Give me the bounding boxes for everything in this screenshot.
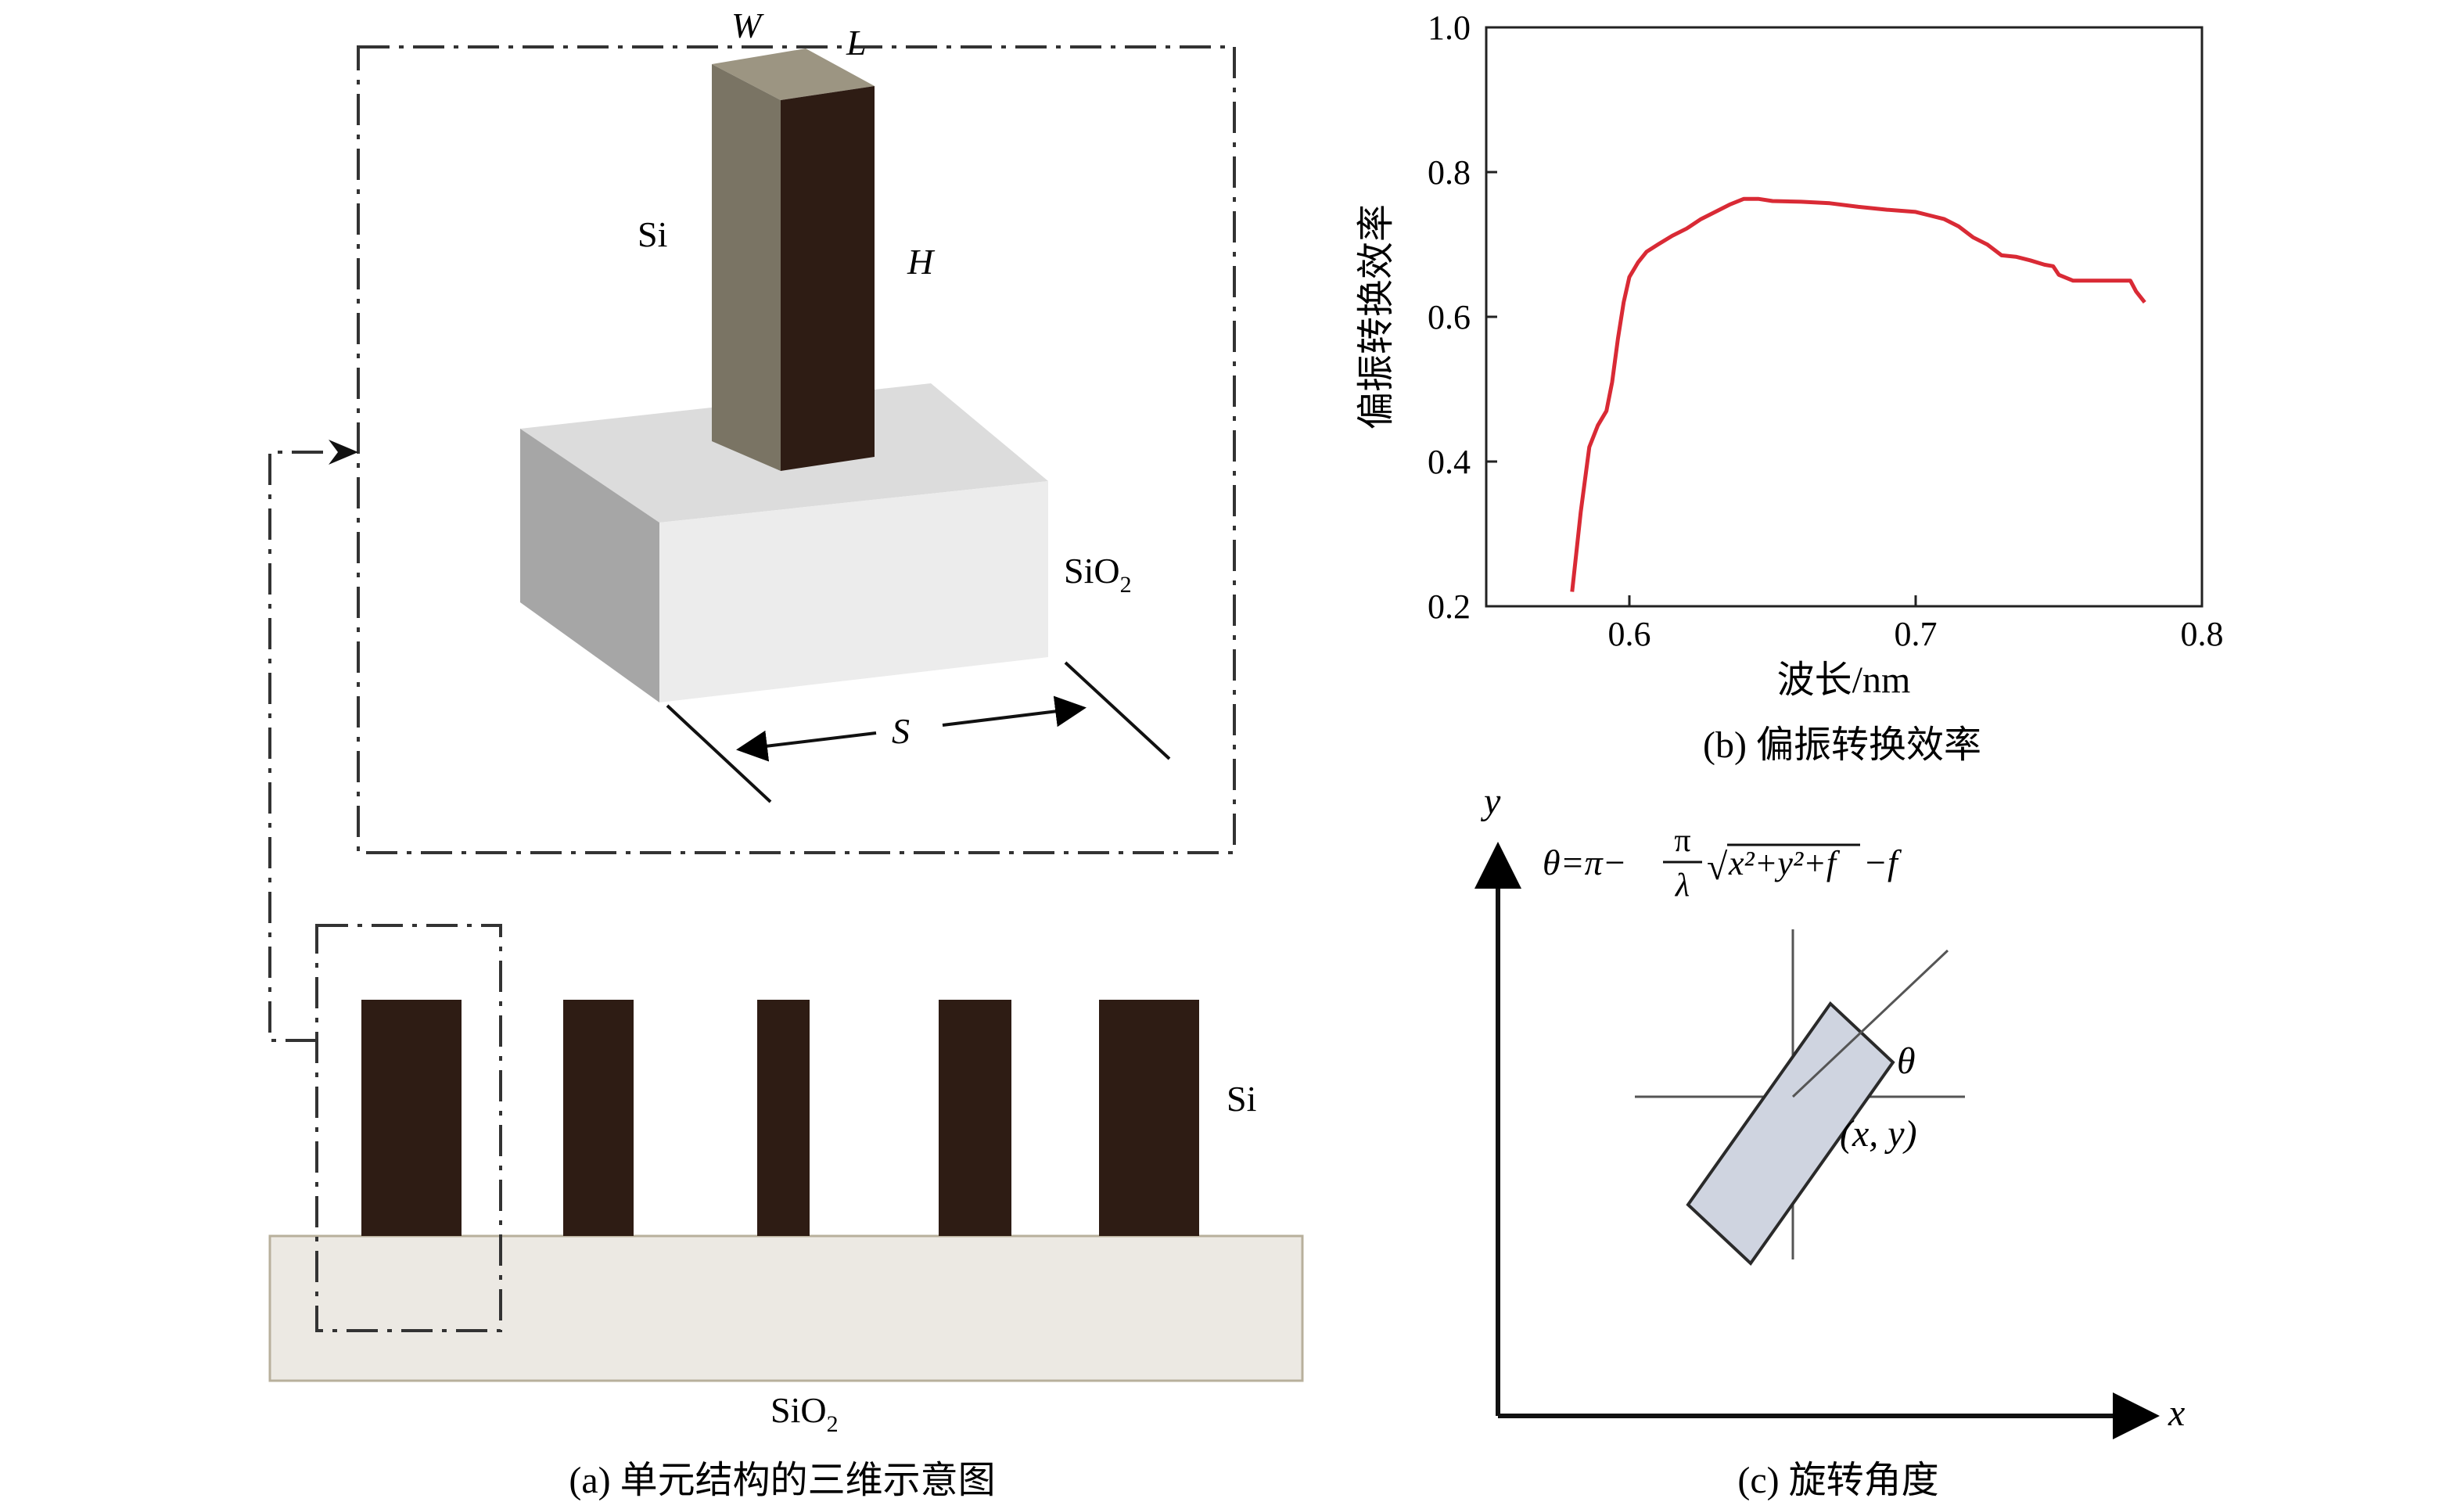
label-w: W [731,5,764,45]
pillar-3d-top [712,49,875,100]
pillar-2d-1 [361,1000,462,1236]
label-si-top: Si [638,214,667,254]
formula-frac-den: λ [1674,868,1690,904]
pillar-3d-front [781,86,875,471]
connector-path [268,451,332,1042]
caption-a: (a) 单元结构的三维示意图 [569,1460,995,1501]
panel-b: 0.2 0.4 0.6 0.8 1.0 0.6 0.7 0.8 波长/nm 偏振转换效率 (… [1356,9,2224,766]
label-sio2-bottom: SiO2 [770,1390,839,1437]
y-tick-label: 0.2 [1428,587,1471,626]
formula-lhs: θ=π− [1543,843,1627,882]
x-ticks: 0.6 0.7 0.8 [1608,595,2224,653]
label-s: S [892,711,910,751]
axis-label-y: y [1480,781,1501,822]
caption-b: (b) 偏振转换效率 [1703,724,1981,766]
formula-radicand: x²+y²+f [1728,844,1841,882]
caption-c: (c) 旋转角度 [1737,1460,1938,1501]
y-tick-label: 0.6 [1428,298,1471,336]
x-tick-label: 0.7 [1895,615,1938,653]
selection-frame [315,924,502,1332]
pillar-2d-3 [757,1000,810,1236]
formula: θ=π− π λ √ x²+y²+f −f [1543,823,1902,904]
y-tick-label: 1.0 [1428,9,1471,47]
x-axis-label: 波长/nm [1777,659,1911,701]
s-arrow-left [736,730,877,762]
s-extension-line-right [1064,661,1171,760]
axis-label-x: x [2168,1392,2185,1434]
x-tick-label: 0.6 [1608,615,1651,653]
label-sio2-top: SiO2 [1064,551,1132,598]
unit-cell-frame [357,45,1236,854]
s-arrow-right [942,695,1087,728]
label-l: L [846,23,867,63]
pillar-2d-5 [1099,1000,1199,1236]
panel-a: W L H S Si SiO2 Si SiO2 (a) 单元结构的三维示意图 [268,5,1304,1501]
series-line [1570,196,2146,592]
s-extension-line-left [666,704,772,803]
theta-label: θ [1897,1040,1916,1082]
label-si-side: Si [1227,1079,1256,1119]
label-h: H [907,242,936,282]
connector-arrowhead [329,440,358,465]
y-axis-label: 偏振转换效率 [1356,204,1397,429]
substrate-3d-left-side [520,429,659,702]
formula-tail: −f [1863,843,1902,882]
y-tick-label: 0.4 [1428,443,1471,481]
rotation-axis-line [1791,949,1949,1098]
x-tick-label: 0.8 [2181,615,2224,653]
panel-c: y x θ=π− π λ √ x²+y²+f −f θ (x, y) (c) 旋… [1474,781,2185,1501]
rotated-nanobrick [1686,1001,1895,1266]
pillar-3d-side [712,64,781,471]
pillar-2d-2 [563,1000,634,1236]
pillar-2d-4 [939,1000,1011,1236]
y-ticks: 0.2 0.4 0.6 0.8 1.0 [1428,9,1497,626]
substrate-3d-front [659,481,1048,702]
formula-sqrt-sign: √ [1707,846,1728,888]
plot-frame [1485,26,2204,608]
substrate-2d [268,1234,1304,1382]
point-label: (x, y) [1840,1113,1917,1155]
y-tick-label: 0.8 [1428,153,1471,192]
formula-frac-num: π [1674,823,1690,859]
